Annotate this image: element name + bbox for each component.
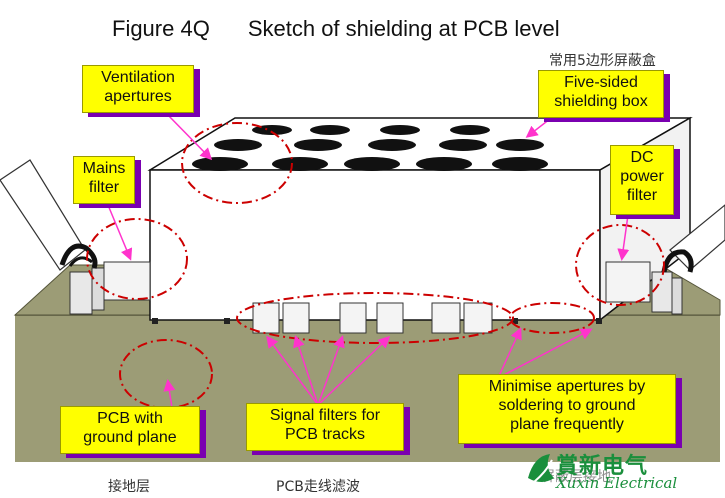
xuxin-logo-mark <box>528 454 554 483</box>
caption-ground-layer-cn: 接地层 <box>108 479 150 495</box>
mains-cable <box>0 159 98 271</box>
label-five-sided-shielding-box: Five-sided shielding box <box>538 70 664 118</box>
label-dc-power-filter: DC power filter <box>610 145 674 215</box>
diagram-title: Figure 4Q Sketch of shielding at PCB leve… <box>112 16 560 42</box>
mains-filter-block <box>69 261 151 315</box>
caption-shielding-box-cn: 常用5边形屏蔽盒 <box>549 53 656 69</box>
figure-title: Sketch of shielding at PCB level <box>247 16 560 41</box>
signal-filter-components <box>252 302 493 334</box>
ventilation-holes <box>192 125 548 171</box>
label-pcb-ground-plane: PCB with ground plane <box>60 406 200 454</box>
label-signal-filters: Signal filters for PCB tracks <box>246 403 404 451</box>
caption-pcb-filter-cn: PCB走线滤波 <box>276 479 360 495</box>
label-minimise-apertures: Minimise apertures by soldering to groun… <box>458 374 676 444</box>
dc-cable <box>661 204 725 273</box>
pointer-arrows <box>107 111 630 409</box>
shielding-box-front <box>149 169 601 321</box>
logo-english-name: Xuxin Electrical <box>556 474 678 492</box>
label-ventilation-apertures: Ventilation apertures <box>82 65 194 113</box>
label-mains-filter: Mains filter <box>73 156 135 204</box>
dc-filter-block <box>605 261 683 315</box>
box-mounting-pins <box>152 318 602 324</box>
figure-number: Figure 4Q <box>112 16 210 41</box>
caption-bottom-right-cn: 屏蔽层接地 <box>541 469 611 485</box>
logo-chinese-name: 賞新电气 <box>556 454 649 479</box>
